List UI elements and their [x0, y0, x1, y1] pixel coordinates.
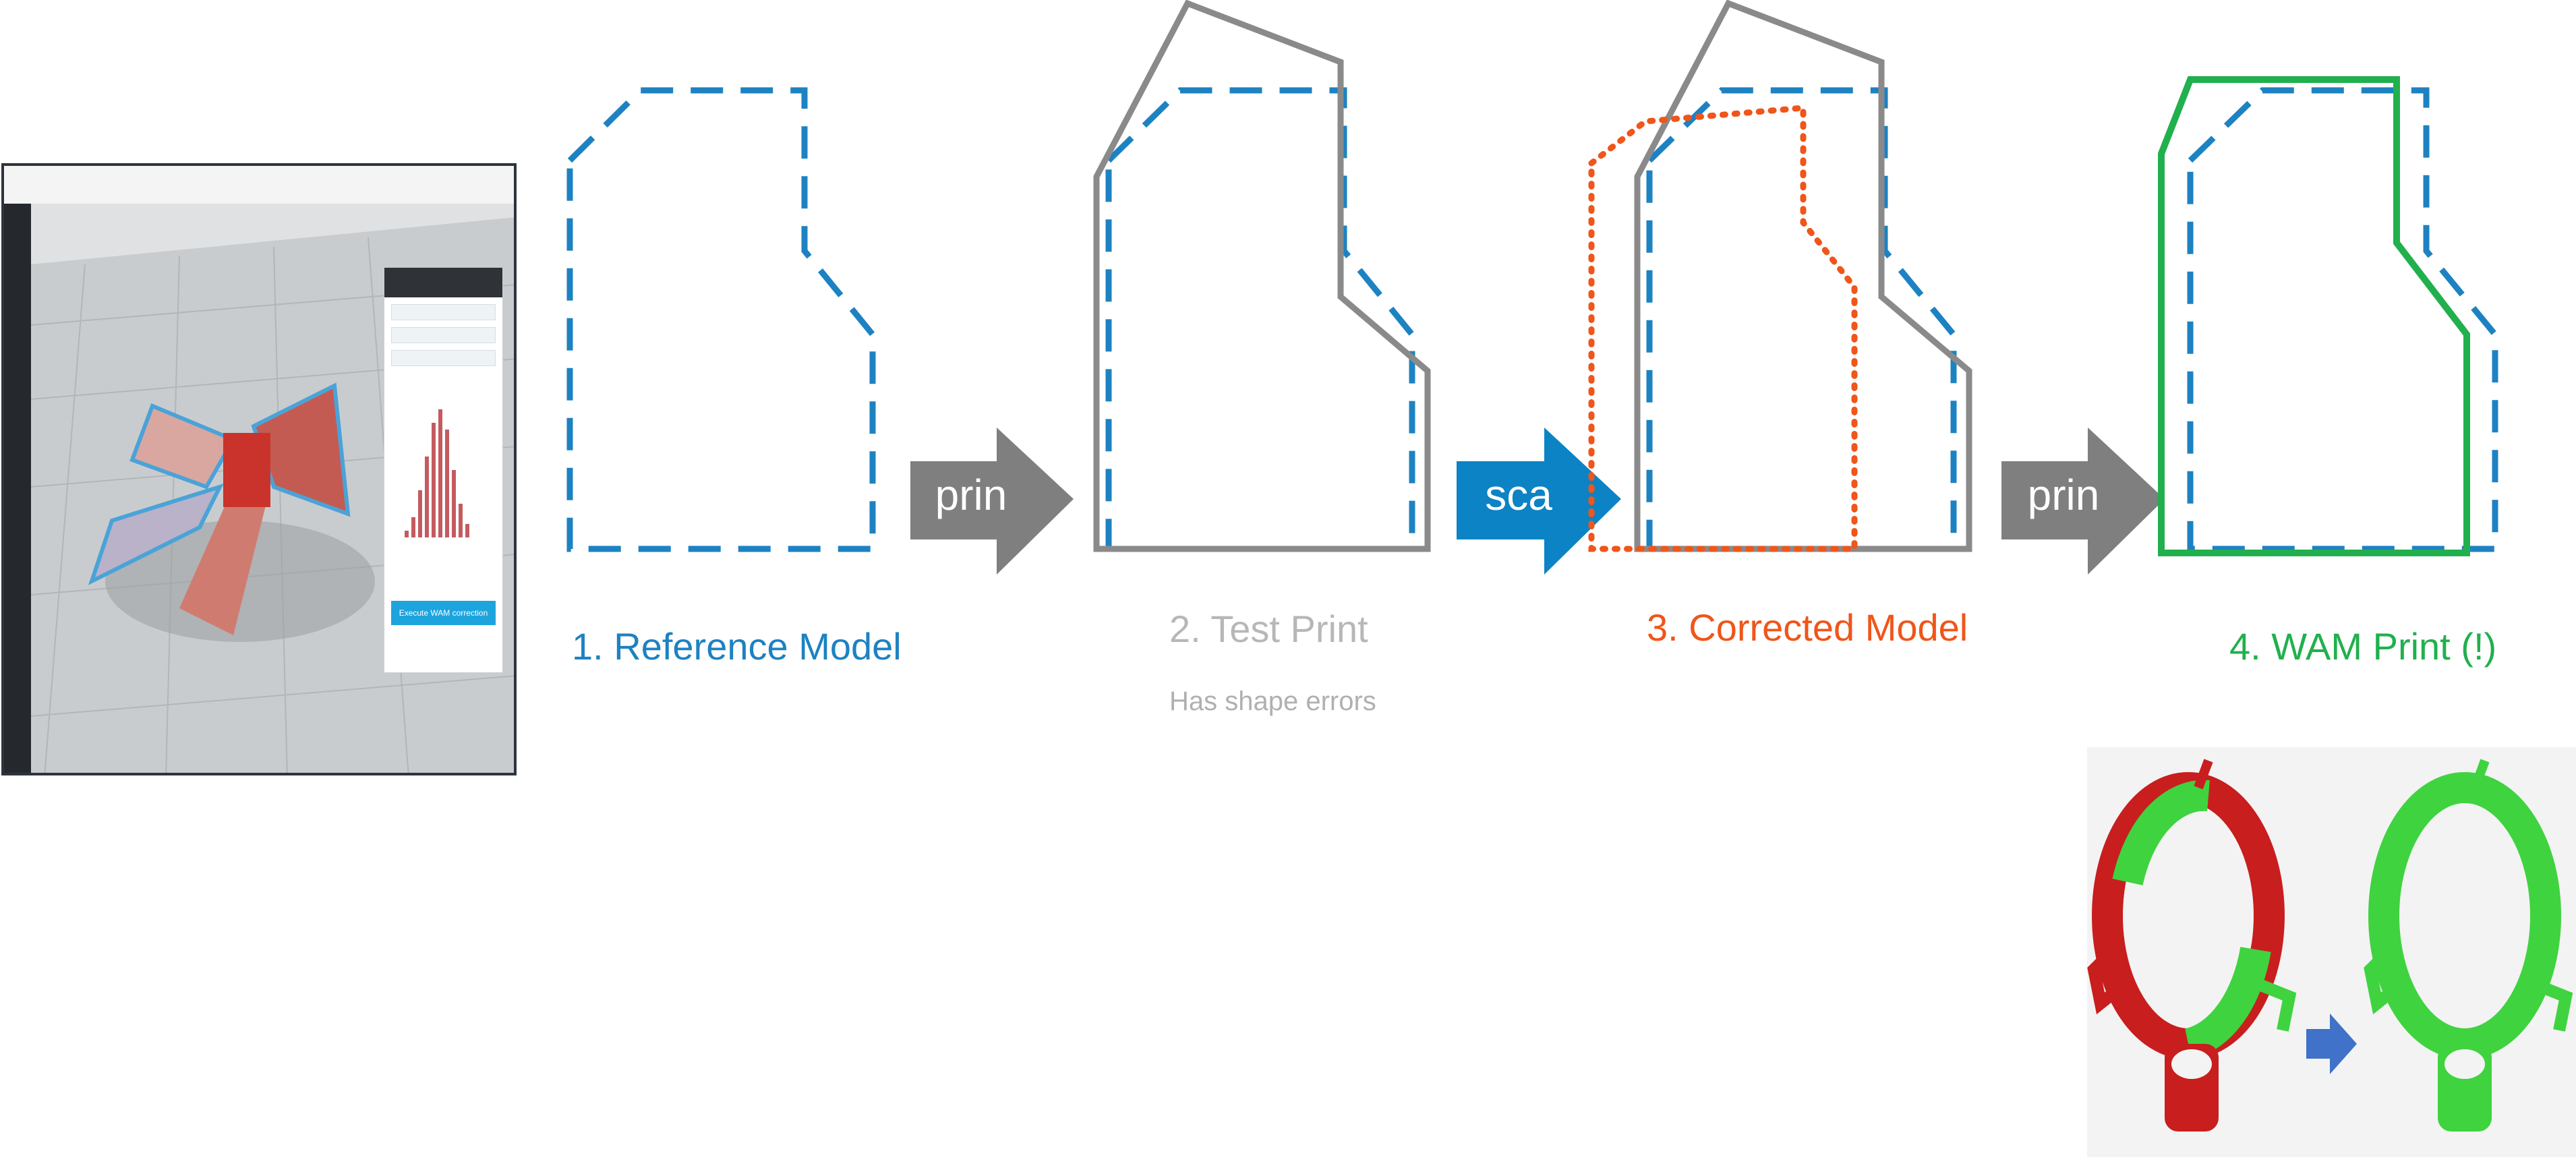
panel-field-1[interactable]: [391, 304, 496, 320]
comparison-photo-drawing: [2087, 747, 2576, 1157]
reference-model-shape: [566, 87, 876, 552]
histogram: [405, 409, 469, 537]
panel-field-2[interactable]: [391, 327, 496, 343]
app-sidebar: [4, 204, 31, 773]
test-print-shape: [1093, 0, 1431, 552]
wam-print-shape: [2158, 76, 2470, 556]
step-4-label: 4. WAM Print (!): [2229, 625, 2497, 668]
after-part: [2364, 759, 2573, 1132]
execute-correction-button[interactable]: Execute WAM correction: [391, 601, 496, 625]
fan-model: [88, 382, 351, 635]
wam-print-reference-outline: [2187, 87, 2498, 552]
step-3-label: 3. Corrected Model: [1647, 606, 1968, 649]
print-arrow-1: [910, 428, 1074, 575]
software-screenshot: Execute WAM correction: [1, 163, 517, 775]
step-2-sublabel: Has shape errors: [1169, 686, 1376, 716]
arrow-label-3: prin: [2028, 471, 2100, 519]
before-part: [2087, 759, 2297, 1132]
settings-panel: Execute WAM correction: [384, 267, 503, 673]
app-titlebar: [4, 166, 514, 204]
settings-panel-header: [384, 268, 502, 297]
comparison-photo: [2087, 747, 2576, 1157]
arrow-label-1: prin: [935, 471, 1007, 519]
panel-field-3[interactable]: [391, 350, 496, 366]
arrow-label-2: sca: [1485, 471, 1552, 519]
before-after-arrow: [2306, 1014, 2357, 1074]
corrected-model-test-outline: [1634, 0, 1972, 552]
step-2-label: 2. Test Print: [1169, 608, 1368, 650]
print-arrow-2: [2001, 428, 2165, 575]
corrected-model-shape: [1588, 105, 1858, 552]
scan-arrow: [1457, 428, 1621, 575]
step-1-label: 1. Reference Model: [572, 625, 902, 668]
